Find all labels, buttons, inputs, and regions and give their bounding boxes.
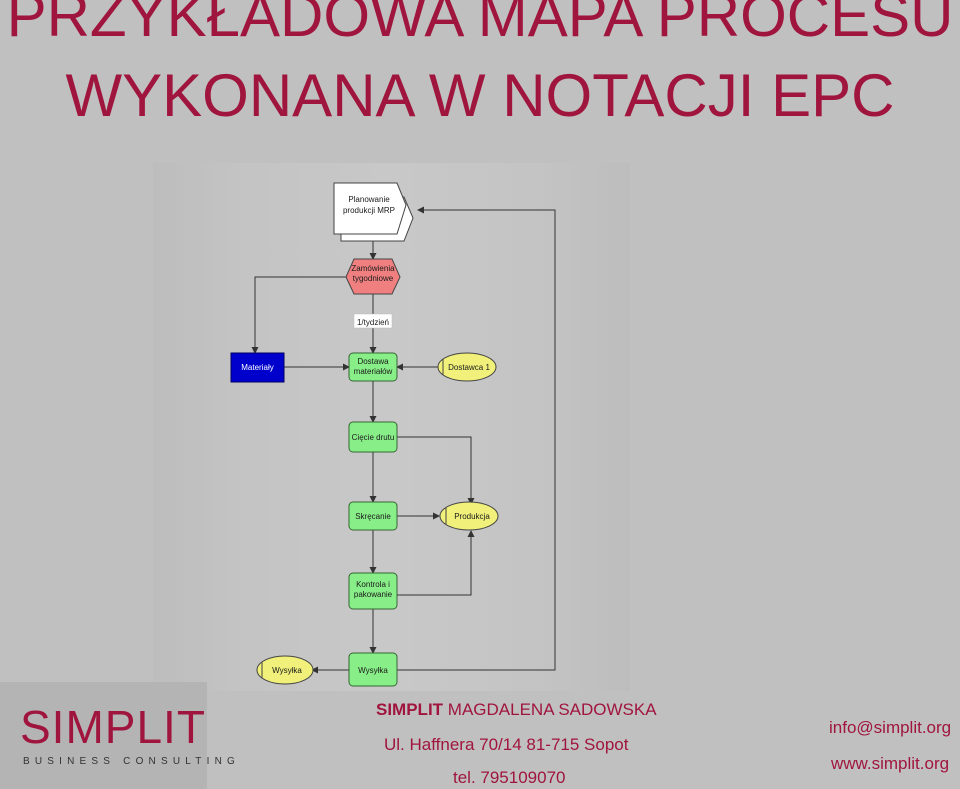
skrecanie-label: Skręcanie [355,512,391,521]
connectors [251,206,556,674]
produkcja-org-unit: Produkcja [439,501,499,531]
wysylka-function: Wysyłka [348,652,398,687]
ciecie-function: Cięcie drutu [348,421,398,453]
logo-tagline: BUSINESS CONSULTING [23,756,240,767]
company-name: SIMPLIT MAGDALENA SADOWSKA [376,700,657,720]
page-title-line-2: WYKONANA W NOTACJI EPC [65,62,895,129]
company-email[interactable]: info@simplit.org [829,718,952,737]
company-brand: SIMPLIT [376,700,444,719]
company-address: Ul. Haffnera 70/14 81-715 Sopot [384,735,629,754]
epc-diagram-canvas: Planowanie produkcji MRP Zamówienia tygo… [230,182,556,687]
wysylka-org-label: Wysyłka [272,666,302,675]
connector-kontrola-produkcja [397,530,475,596]
page-title-line-1: PRZYKŁADOWA MAPA PROCESU [6,0,954,49]
logo-wordmark: SIMPLIT [20,701,206,753]
planowanie-label-1: Planowanie [348,195,390,204]
ciecie-label: Cięcie drutu [352,433,395,442]
zamowienia-label-2: tygodniowe [353,274,394,283]
frequency-label: 1/tydzień [353,313,393,329]
dostawca-label: Dostawca 1 [448,363,490,372]
dostawca-org-unit: Dostawca 1 [437,352,497,382]
planowanie-produkcji-node: Planowanie produkcji MRP [333,182,414,242]
kontrola-function: Kontrola i pakowanie [348,572,398,610]
zamowienia-event: Zamówienia tygodniowe [345,258,401,295]
wysylka-function-label: Wysyłka [358,666,388,675]
frequency-text: 1/tydzień [357,318,389,327]
connector-zamowienia-materialy [251,276,346,354]
dostawa-function: Dostawa materiałów [348,352,398,382]
produkcja-label: Produkcja [454,512,490,521]
materialy-data-object: Materiały [230,352,285,383]
kontrola-label-2: pakowanie [354,590,393,599]
logo-panel [0,682,207,789]
epc-diagram: Planowanie produkcji MRP Zamówienia tygo… [153,163,630,691]
kontrola-label-1: Kontrola i [356,580,390,589]
company-owner: MAGDALENA SADOWSKA [443,700,657,719]
dostawa-label-2: materiałów [354,367,393,376]
company-phone: tel. 795109070 [453,768,566,787]
company-website[interactable]: www.simplit.org [831,754,950,773]
connector-wysylka-planowanie [397,206,556,671]
connector-ciecie-produkcja [397,436,475,505]
planowanie-label-2: produkcji MRP [343,206,395,215]
materialy-label: Materiały [241,363,273,372]
zamowienia-label-1: Zamówienia [351,264,395,273]
dostawa-label-1: Dostawa [357,357,389,366]
skrecanie-function: Skręcanie [348,501,398,531]
wysylka-org-unit: Wysyłka [256,655,314,685]
